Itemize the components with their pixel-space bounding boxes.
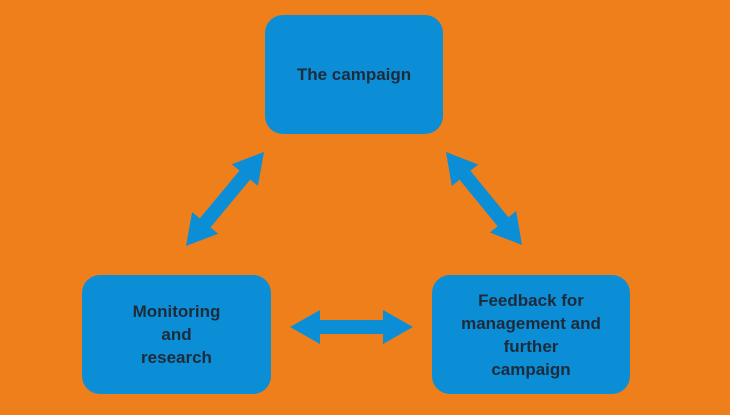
double-arrow-shape [290, 310, 413, 344]
node-label-feedback: Feedback for management and further camp… [461, 290, 601, 379]
node-feedback: Feedback for management and further camp… [432, 275, 630, 394]
double-arrow-campaign-feedback [446, 152, 522, 245]
double-arrow-campaign-monitoring [186, 152, 264, 246]
double-arrow-monitoring-feedback [290, 310, 413, 344]
node-label-the-campaign: The campaign [296, 65, 412, 84]
double-arrow-shape [186, 152, 264, 246]
node-monitoring-and-research: Monitoring and research [82, 275, 271, 394]
node-label-monitoring-and-research: Monitoring and research [132, 302, 221, 367]
node-the-campaign: The campaign [265, 15, 443, 134]
double-arrow-shape [446, 152, 522, 245]
